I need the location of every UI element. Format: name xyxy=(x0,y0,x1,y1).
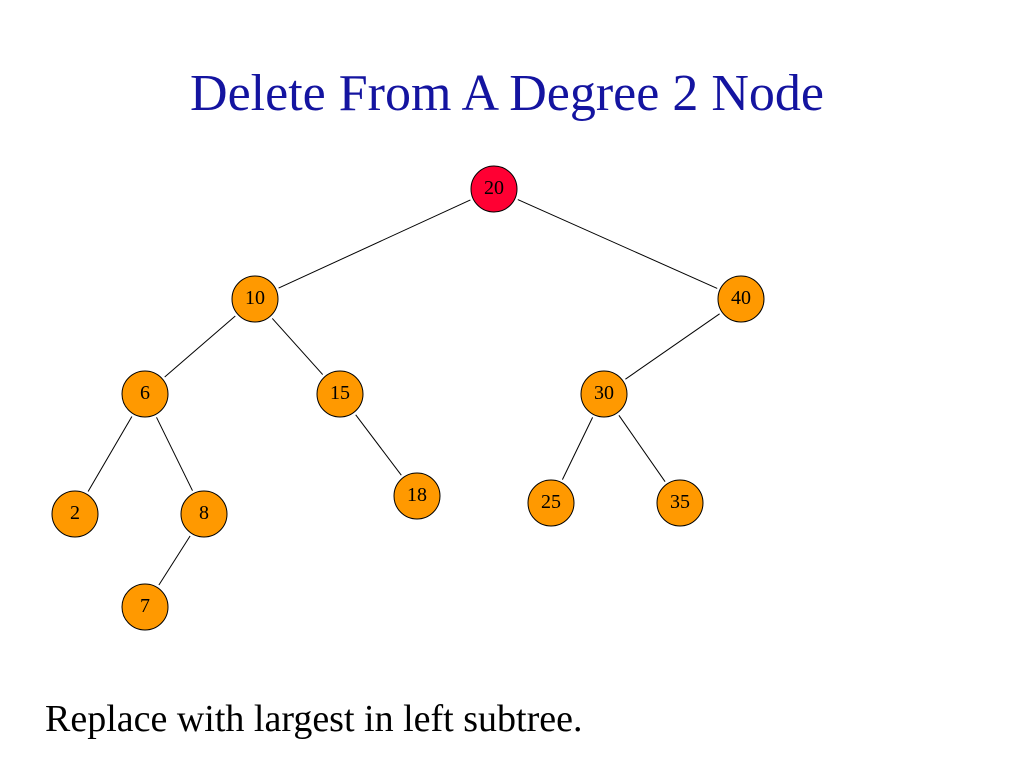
tree-node-8: 8 xyxy=(180,490,228,538)
edges-layer xyxy=(87,199,720,586)
tree-edge-6-2 xyxy=(87,416,133,492)
tree-edge-10-6 xyxy=(164,315,236,378)
node-label: 30 xyxy=(594,382,614,404)
node-circle xyxy=(580,370,628,418)
tree-node-15: 15 xyxy=(316,370,364,418)
node-circle xyxy=(717,275,765,323)
node-circle xyxy=(231,275,279,323)
tree-node-6: 6 xyxy=(121,370,169,418)
tree-node-30: 30 xyxy=(580,370,628,418)
slide-title: Delete From A Degree 2 Node xyxy=(190,65,824,122)
node-label: 18 xyxy=(407,484,427,506)
slide-caption: Replace with largest in left subtree. xyxy=(45,698,583,740)
tree-edge-8-7 xyxy=(158,535,191,586)
tree-edge-6-8 xyxy=(156,417,193,491)
node-label: 35 xyxy=(670,491,690,513)
tree-edge-30-35 xyxy=(618,415,666,482)
tree-node-35: 35 xyxy=(656,479,704,527)
node-circle xyxy=(393,472,441,520)
node-circle xyxy=(656,479,704,527)
node-label: 10 xyxy=(245,287,265,309)
tree-node-7: 7 xyxy=(121,583,169,631)
node-label: 20 xyxy=(484,177,504,199)
nodes-layer: 20 10 40 6 15 30 2 8 18 25 35 7 xyxy=(51,165,765,631)
node-circle xyxy=(121,583,169,631)
tree-node-40: 40 xyxy=(717,275,765,323)
node-circle xyxy=(316,370,364,418)
node-circle xyxy=(51,490,99,538)
node-label: 40 xyxy=(731,287,751,309)
node-circle xyxy=(470,165,518,213)
node-label: 25 xyxy=(541,491,561,513)
tree-edge-10-15 xyxy=(271,318,324,375)
tree-node-2: 2 xyxy=(51,490,99,538)
tree-node-18: 18 xyxy=(393,472,441,520)
tree-node-20: 20 xyxy=(470,165,518,213)
tree-edge-15-18 xyxy=(355,414,402,476)
tree-edge-30-25 xyxy=(561,417,594,480)
tree-edge-20-10 xyxy=(278,199,471,289)
tree-node-25: 25 xyxy=(527,479,575,527)
node-label: 15 xyxy=(330,382,350,404)
node-label: 8 xyxy=(199,502,209,524)
tree-edge-20-40 xyxy=(517,199,718,289)
node-label: 6 xyxy=(140,382,150,404)
node-circle xyxy=(527,479,575,527)
tree-node-10: 10 xyxy=(231,275,279,323)
tree-edge-40-30 xyxy=(625,313,720,380)
node-label: 2 xyxy=(70,502,80,524)
node-circle xyxy=(180,490,228,538)
node-circle xyxy=(121,370,169,418)
node-label: 7 xyxy=(140,595,150,617)
